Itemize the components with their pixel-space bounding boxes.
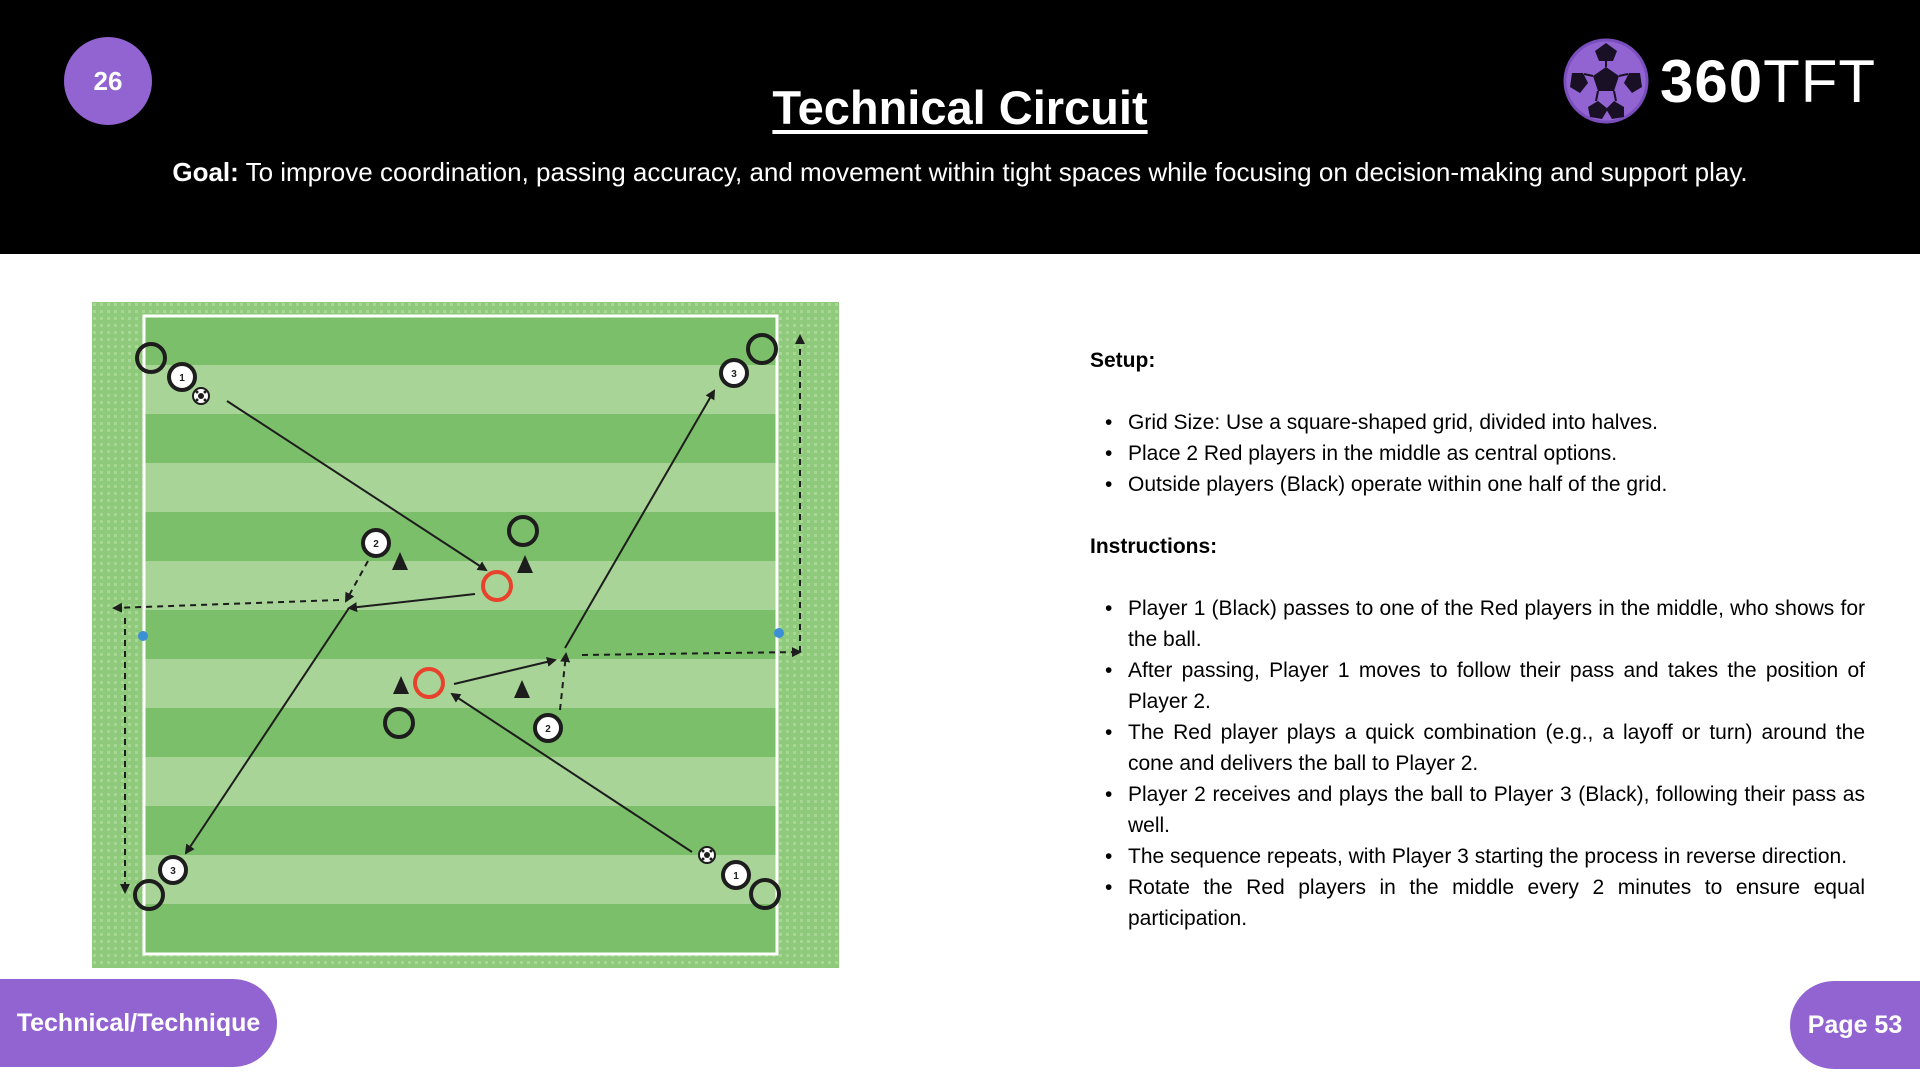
goal-statement: Goal: To improve coordination, passing a… [0, 157, 1920, 188]
setup-heading: Setup: [1090, 349, 1156, 372]
run-arrows [112, 334, 805, 894]
blue-marker [138, 631, 148, 641]
brand-logo: 360TFT [1562, 36, 1892, 126]
instruction-item: Rotate the Red players in the middle eve… [1090, 872, 1865, 934]
svg-text:2: 2 [373, 539, 379, 550]
svg-text:1: 1 [179, 373, 185, 384]
instruction-item: Player 2 receives and plays the ball to … [1090, 779, 1865, 841]
category-tag: Technical/Technique [0, 979, 277, 1067]
numbered-player: 1 [167, 362, 197, 392]
black-player [507, 515, 539, 547]
black-player [135, 342, 167, 374]
page-number: Page 53 [1790, 981, 1920, 1069]
instruction-item: The sequence repeats, with Player 3 star… [1090, 841, 1865, 872]
black-player [133, 879, 165, 911]
numbered-player: 1 [721, 860, 751, 890]
pass-arrows [184, 389, 716, 855]
instruction-item: Player 1 (Black) passes to one of the Re… [1090, 593, 1865, 655]
black-player [746, 333, 778, 365]
black-player [383, 707, 415, 739]
session-number-badge: 26 [64, 37, 152, 125]
setup-list: Grid Size: Use a square-shaped grid, div… [1090, 407, 1865, 500]
svg-text:3: 3 [731, 369, 737, 380]
cone [392, 552, 408, 570]
soccer-ball-icon [1563, 38, 1649, 124]
soccer-ball-icon [698, 846, 716, 864]
numbered-player: 2 [361, 528, 391, 558]
blue-marker [774, 628, 784, 638]
goal-label: Goal: [172, 157, 239, 187]
setup-item: Place 2 Red players in the middle as cen… [1090, 438, 1865, 469]
pitch-stripes [144, 316, 777, 954]
brand-logo-text: 360TFT [1660, 47, 1877, 115]
red-player [481, 570, 513, 602]
instruction-item: The Red player plays a quick combination… [1090, 717, 1865, 779]
instructions-list: Player 1 (Black) passes to one of the Re… [1090, 593, 1865, 934]
page-title: Technical Circuit [772, 81, 1148, 134]
goal-text: To improve coordination, passing accurac… [238, 157, 1748, 187]
setup-item: Grid Size: Use a square-shaped grid, div… [1090, 407, 1865, 438]
instructions-heading: Instructions: [1090, 535, 1218, 558]
drill-description: Setup: Grid Size: Use a square-shaped gr… [1090, 345, 1865, 934]
svg-text:3: 3 [170, 866, 176, 877]
cone [517, 555, 533, 573]
black-player [749, 878, 781, 910]
svg-text:1: 1 [733, 871, 739, 882]
instruction-item: After passing, Player 1 moves to follow … [1090, 655, 1865, 717]
drill-diagram: 1 2 3 2 3 1 [92, 302, 839, 968]
setup-item: Outside players (Black) operate within o… [1090, 469, 1865, 500]
svg-text:2: 2 [545, 724, 551, 735]
red-player [413, 667, 445, 699]
soccer-ball-icon [192, 387, 210, 405]
numbered-player: 3 [158, 855, 188, 885]
cone [514, 680, 530, 698]
numbered-player: 2 [533, 713, 563, 743]
cone [393, 676, 409, 694]
header-bar: 26 Technical Circuit Goal: To improve co… [0, 0, 1920, 254]
numbered-player: 3 [719, 358, 749, 388]
